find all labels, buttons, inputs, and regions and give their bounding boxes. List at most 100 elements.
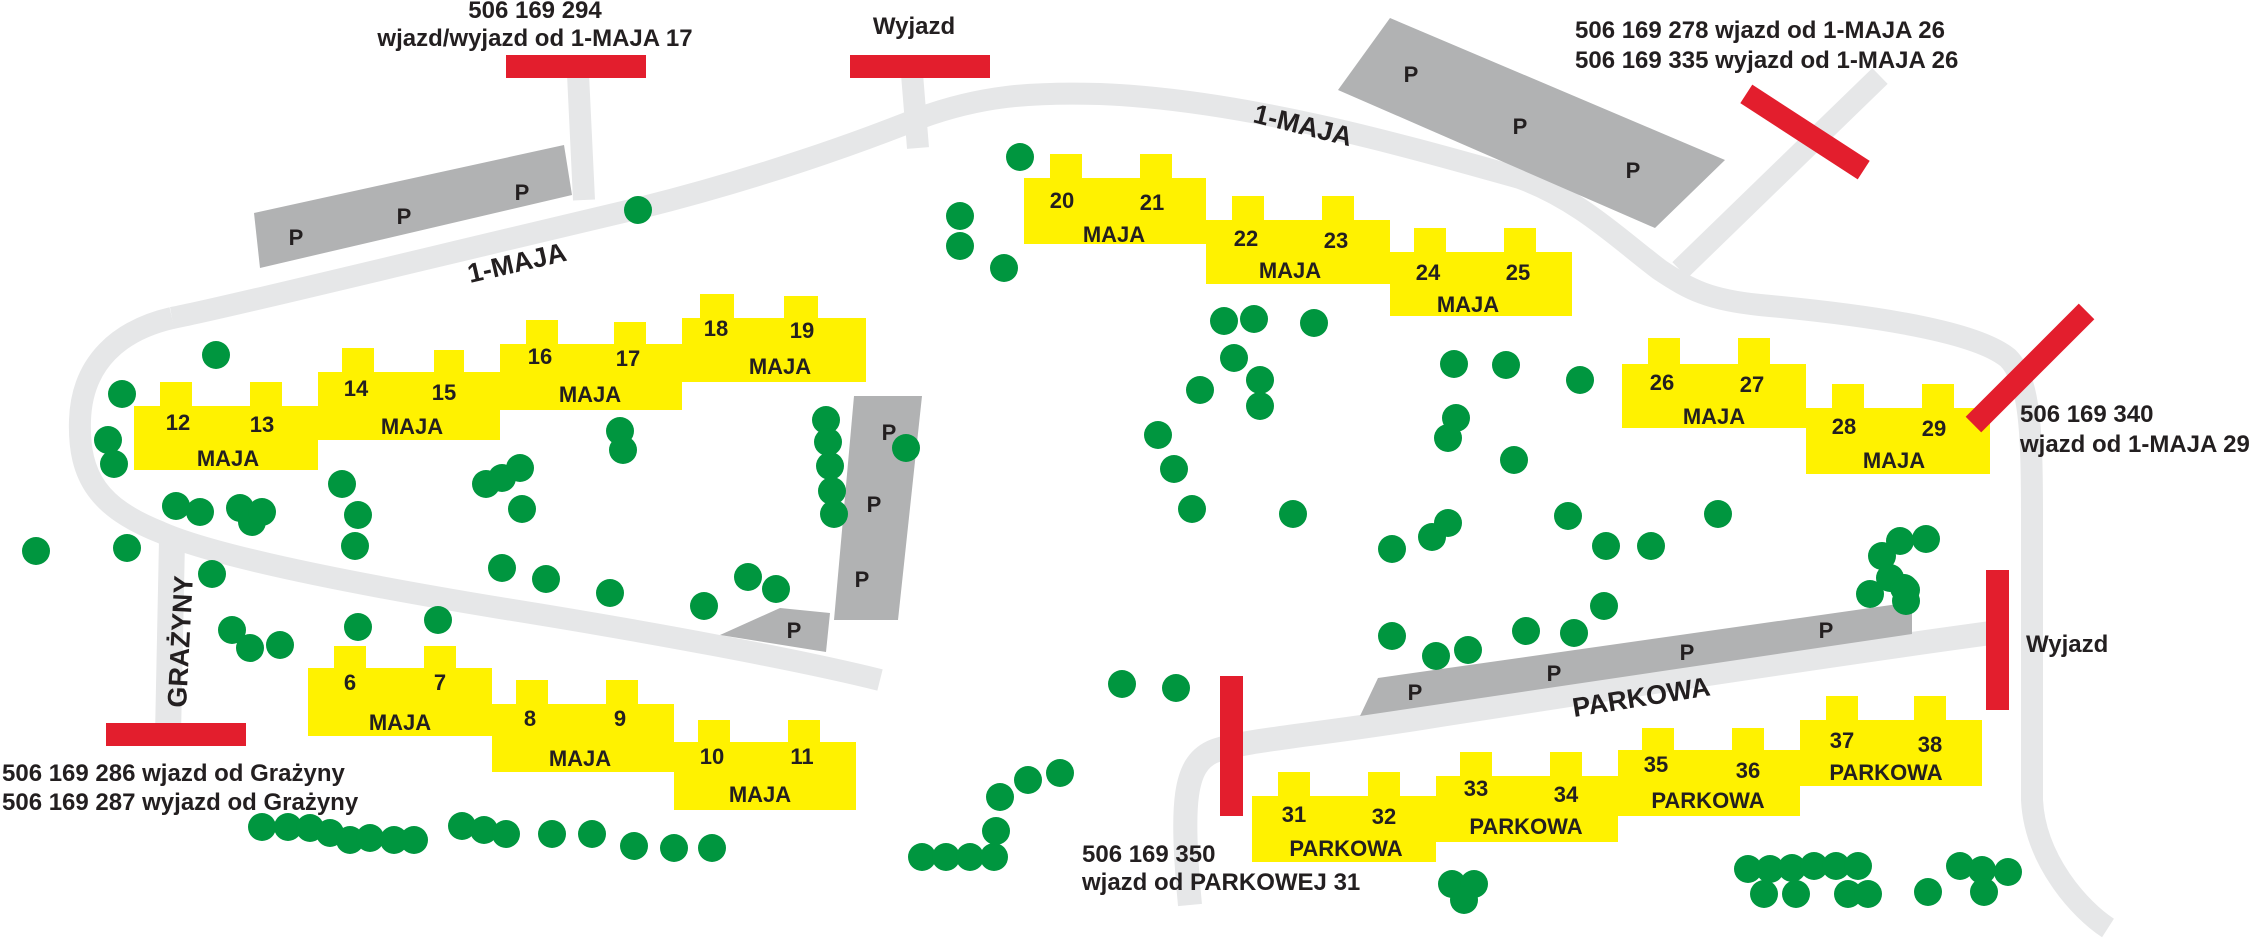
tree <box>1440 350 1468 378</box>
road-gate-278 <box>1672 68 1888 278</box>
building-37-38 <box>1800 696 1982 786</box>
tree <box>1778 854 1806 882</box>
tree <box>1500 446 1528 474</box>
gate-barrier-350 <box>1220 676 1243 816</box>
building-number: 34 <box>1554 782 1579 807</box>
tree <box>380 826 408 854</box>
tree <box>1750 880 1778 908</box>
building-street: MAJA <box>1083 222 1145 247</box>
parking-label: P <box>882 420 897 445</box>
tree <box>1186 376 1214 404</box>
building-street: PARKOWA <box>1829 760 1942 785</box>
tree <box>956 843 984 871</box>
tree <box>356 824 384 852</box>
tree <box>538 820 566 848</box>
tree <box>488 554 516 582</box>
building-number: 36 <box>1736 758 1760 783</box>
building-street: PARKOWA <box>1469 814 1582 839</box>
building-16-17 <box>500 320 682 410</box>
tree <box>908 843 936 871</box>
tree <box>982 817 1010 845</box>
parking-labels: P P P P P P P P P P P P P P <box>289 62 1834 705</box>
tree <box>506 454 534 482</box>
building-number: 10 <box>700 744 724 769</box>
gate-barrier-340 <box>1965 303 2095 433</box>
building-number: 33 <box>1464 776 1488 801</box>
parking-west <box>254 145 572 268</box>
tree <box>248 498 276 526</box>
building-number: 16 <box>528 344 552 369</box>
tree <box>1946 852 1974 880</box>
road-west-loop <box>68 307 883 691</box>
buildings <box>134 154 1990 862</box>
building-street: MAJA <box>1863 448 1925 473</box>
tree <box>1800 852 1828 880</box>
building-22-23 <box>1206 196 1390 284</box>
tree <box>1450 886 1478 914</box>
tree <box>218 616 246 644</box>
tree <box>1566 366 1594 394</box>
tree <box>1378 535 1406 563</box>
tree <box>236 634 264 662</box>
tree <box>1856 580 1884 608</box>
tree <box>202 341 230 369</box>
building-number: 14 <box>344 376 369 401</box>
tree <box>816 452 844 480</box>
tree <box>344 613 372 641</box>
tree <box>1178 495 1206 523</box>
building-number: 35 <box>1644 752 1668 777</box>
parking-parkowa <box>1360 602 1912 716</box>
building-6-7 <box>308 646 492 736</box>
tree <box>892 434 920 462</box>
tree <box>248 813 276 841</box>
tree <box>198 560 226 588</box>
road-gate-294 <box>567 73 595 201</box>
tree <box>162 492 190 520</box>
parking-label: P <box>1408 680 1423 705</box>
parking-label: P <box>1819 618 1834 643</box>
parking-label: P <box>855 567 870 592</box>
tree <box>820 500 848 528</box>
gate-barrier-286 <box>106 723 246 746</box>
gate-note-286: 506 169 286 wjazd od Grażyny <box>2 760 345 787</box>
gate-note-335: 506 169 335 wyjazd od 1-MAJA 26 <box>1575 47 1958 74</box>
building-number: 22 <box>1234 226 1258 251</box>
tree <box>508 495 536 523</box>
tree <box>113 534 141 562</box>
tree <box>1046 759 1074 787</box>
gate-barrier-278 <box>1740 84 1870 180</box>
building-31-32 <box>1252 772 1436 862</box>
tree <box>690 592 718 620</box>
building-street: MAJA <box>369 710 431 735</box>
parking-label: P <box>1404 62 1419 87</box>
building-street: MAJA <box>1683 404 1745 429</box>
tree <box>1756 855 1784 883</box>
building-number: 26 <box>1650 370 1674 395</box>
building-number: 9 <box>614 706 626 731</box>
gate-barrier-exit-top <box>850 55 990 78</box>
road-gate-exit-top <box>901 73 929 149</box>
tree <box>1734 855 1762 883</box>
parking-center-small <box>720 608 830 652</box>
building-18-19 <box>682 294 866 382</box>
gate-note-exit-top: Wyjazd <box>873 13 955 40</box>
gate-note-340-desc: wjazd od 1-MAJA 29 <box>2019 431 2250 458</box>
tree <box>328 470 356 498</box>
building-number: 18 <box>704 316 728 341</box>
tree <box>94 426 122 454</box>
tree <box>818 477 846 505</box>
tree <box>100 450 128 478</box>
tree <box>1279 500 1307 528</box>
gate-note-294-phone: 506 169 294 <box>468 0 602 24</box>
tree <box>1422 642 1450 670</box>
tree <box>344 501 372 529</box>
gate-note-350-desc: wjazd od PARKOWEJ 31 <box>1081 869 1360 896</box>
tree <box>1378 622 1406 650</box>
tree <box>1822 852 1850 880</box>
tree <box>1782 880 1810 908</box>
road-label-grazyny: GRAŻYNY <box>162 575 199 708</box>
tree <box>1970 878 1998 906</box>
tree <box>1492 351 1520 379</box>
building-street: MAJA <box>749 354 811 379</box>
